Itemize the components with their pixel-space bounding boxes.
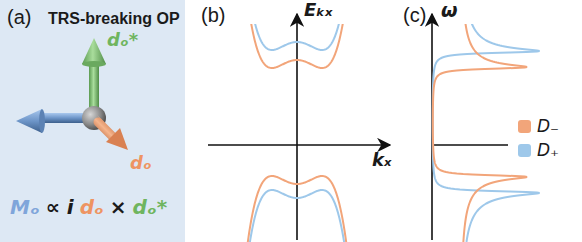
vector-label: dₒ bbox=[130, 153, 152, 173]
formula-term: dₒ bbox=[80, 196, 104, 218]
band-axes bbox=[208, 14, 390, 240]
dos-axes bbox=[432, 14, 508, 240]
formula-term: Mₒ bbox=[10, 196, 40, 218]
dos-curves bbox=[433, 24, 540, 242]
vector-label: dₒ* bbox=[107, 30, 138, 50]
formula-row: Mₒ ∝ i dₒ × dₒ* bbox=[10, 196, 167, 218]
legend-text: D₊ bbox=[537, 140, 559, 160]
panel-title: TRS-breaking OP bbox=[48, 10, 180, 28]
panel-background bbox=[0, 0, 185, 242]
formula-term: ∝ i bbox=[46, 196, 74, 218]
axis-label: kₓ bbox=[372, 150, 391, 170]
legend-entry: D₊ bbox=[518, 140, 559, 160]
legend-entry: D₋ bbox=[518, 116, 559, 136]
axis-label: ω bbox=[441, 0, 458, 21]
dos-curve bbox=[433, 24, 540, 242]
axis-label: Eₖₓ bbox=[304, 0, 333, 20]
legend-text: D₋ bbox=[537, 116, 559, 136]
panel-letter: (c) bbox=[403, 4, 426, 26]
band-curves bbox=[217, 24, 377, 242]
band-curve bbox=[217, 24, 377, 50]
vector-symbol bbox=[16, 38, 128, 150]
band-curve bbox=[217, 24, 377, 68]
band-curve bbox=[217, 176, 377, 242]
band-curve bbox=[217, 190, 377, 242]
panel-letter: (a) bbox=[7, 6, 31, 28]
formula-term: × bbox=[110, 196, 127, 218]
dos-curve bbox=[433, 24, 527, 242]
legend-swatch bbox=[518, 144, 531, 157]
legend-swatch bbox=[518, 120, 531, 133]
formula-term: dₒ* bbox=[133, 196, 168, 218]
panel-letter: (b) bbox=[201, 4, 225, 26]
